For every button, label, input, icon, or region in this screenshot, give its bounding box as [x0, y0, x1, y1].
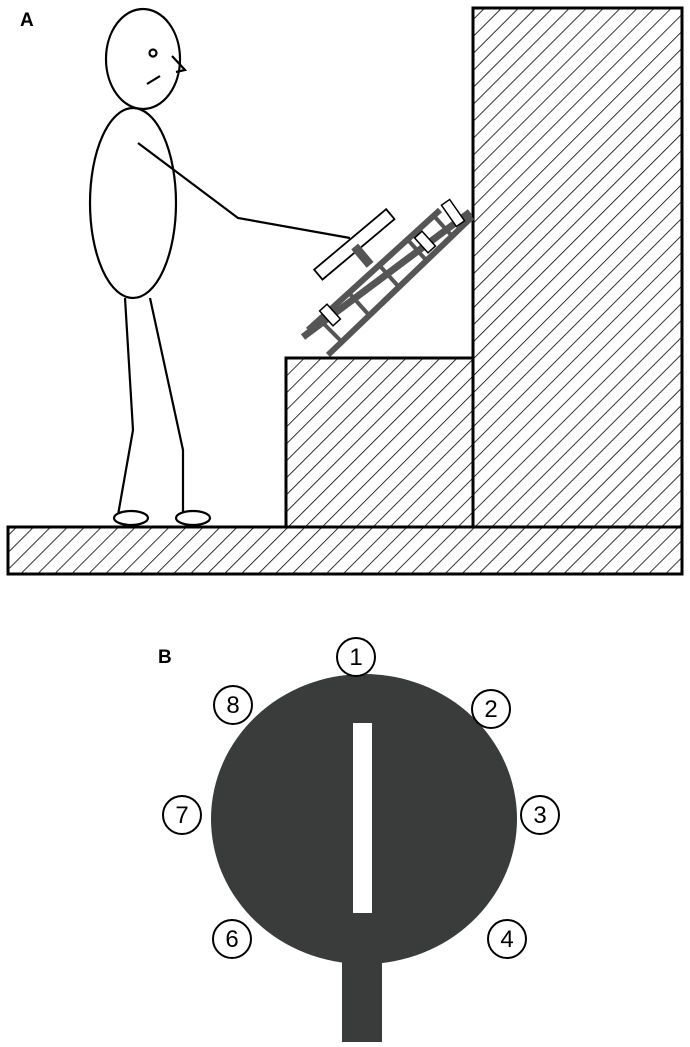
stick-figure	[88, 7, 351, 527]
handle-stem	[351, 243, 374, 268]
dial-position-circle	[520, 795, 560, 835]
right-foot	[174, 509, 212, 527]
device-slat	[440, 198, 466, 228]
mouth	[146, 75, 161, 85]
dial-position-6: 6	[212, 919, 252, 959]
device-slat	[413, 230, 437, 254]
device-rungs	[318, 214, 454, 342]
head	[104, 7, 182, 111]
dial-position-circle	[336, 637, 376, 677]
dial-position-label: 2	[484, 696, 497, 723]
right-leg	[148, 297, 185, 515]
dial-position-8: 8	[213, 685, 253, 725]
dial-position-label: 8	[226, 692, 239, 719]
platform-block	[284, 356, 475, 529]
panel-a-label: A	[20, 10, 34, 31]
dial-position-2: 2	[471, 689, 511, 729]
arm	[137, 142, 351, 240]
dial-position-1: 1	[336, 637, 376, 677]
panel-b-label: B	[158, 647, 172, 668]
panel-a: A	[6, 6, 684, 576]
panel-b: B 1 2 3 4 6 7 8	[158, 637, 560, 1042]
dial-position-circle	[162, 795, 202, 835]
dial-position-circle	[487, 919, 527, 959]
dial-position-label: 3	[533, 802, 546, 829]
nose	[171, 55, 188, 74]
dial-indicator	[353, 723, 372, 913]
tall-wall	[471, 6, 684, 529]
left-leg	[116, 297, 135, 516]
device-rail-outer	[325, 214, 475, 358]
dial-position-4: 4	[487, 919, 527, 959]
dial-position-3: 3	[520, 795, 560, 835]
device-slat	[318, 303, 342, 327]
dial-position-label: 1	[349, 644, 362, 671]
left-foot	[112, 509, 150, 527]
dial-position-label: 4	[500, 926, 513, 953]
torso	[88, 106, 178, 300]
dial-stem	[342, 955, 382, 1042]
dial-position-label: 7	[175, 802, 188, 829]
floor	[6, 525, 684, 576]
eye	[148, 48, 158, 58]
tilted-device	[300, 198, 475, 358]
dial-position-circle	[213, 685, 253, 725]
dial-position-label: 6	[225, 926, 238, 953]
dial-position-circle	[212, 919, 252, 959]
dial-position-7: 7	[162, 795, 202, 835]
dial-position-circle	[471, 689, 511, 729]
